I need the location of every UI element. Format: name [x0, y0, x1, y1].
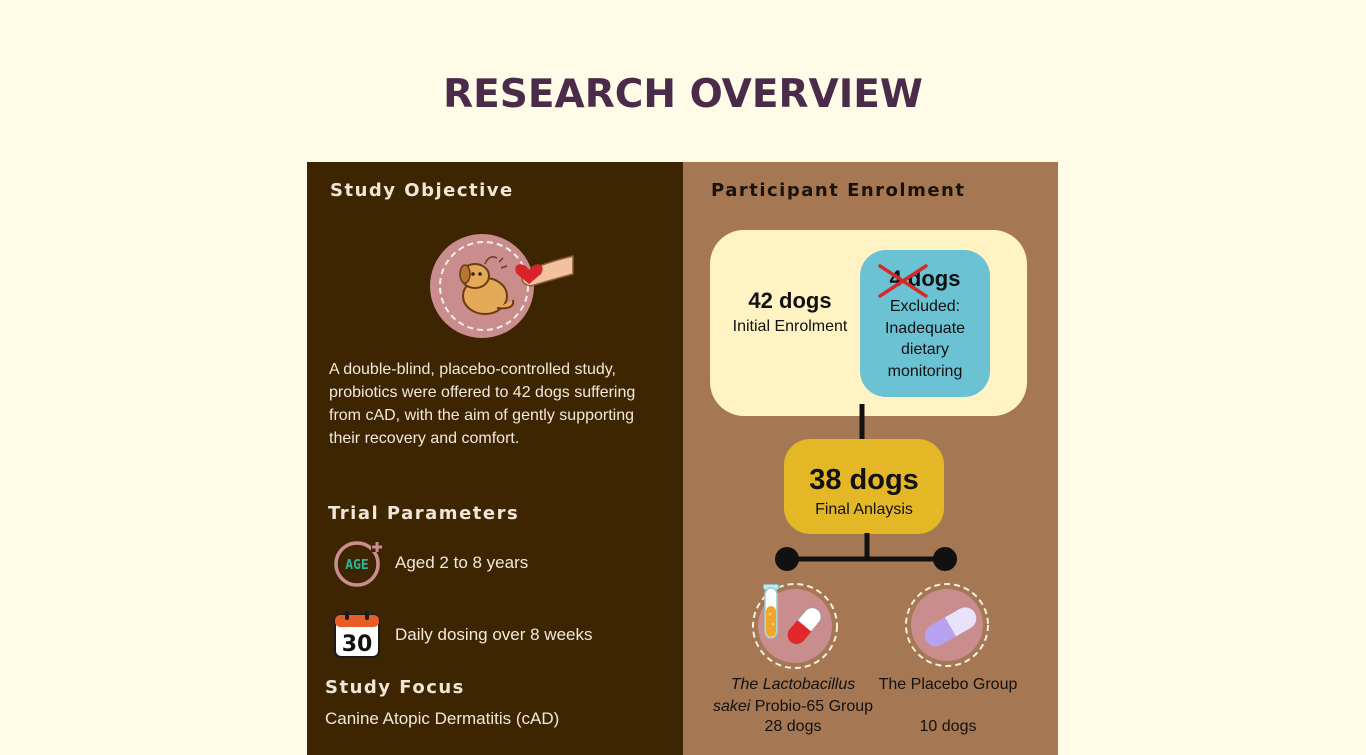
param-age-text: Aged 2 to 8 years [395, 553, 529, 572]
placebo-group-count: 10 dogs [919, 718, 977, 735]
excluded-line-4: monitoring [887, 362, 963, 380]
study-focus-heading: Study Focus [325, 677, 465, 698]
param-dosing: 30 Daily dosing over 8 weeks [333, 611, 592, 659]
excluded-line-3: dietary [900, 341, 950, 358]
objective-text: A double-blind, placebo-controlled study… [329, 361, 636, 447]
study-panel: Study Objective A double-blind, placebo-… [307, 162, 683, 755]
calendar-icon: 30 [334, 611, 380, 658]
final-count: 38 dogs [809, 464, 919, 496]
study-focus-text: Canine Atopic Dermatitis (cAD) [325, 709, 560, 728]
excluded-box: 4 dogs Excluded: Inadequate dietary moni… [860, 250, 990, 397]
calendar-icon-text: 30 [342, 632, 373, 657]
param-dosing-text: Daily dosing over 8 weeks [395, 625, 593, 644]
initial-label: Initial Enrolment [732, 318, 848, 335]
lactobacillus-name: The Lactobacillus [730, 676, 856, 693]
lactobacillus-group-count: 28 dogs [764, 718, 822, 735]
final-label: Final Anlaysis [815, 501, 913, 518]
participant-enrolment-heading: Participant Enrolment [711, 180, 966, 201]
initial-count: 42 dogs [748, 288, 832, 313]
branch-connector [775, 533, 957, 571]
page-title: RESEARCH OVERVIEW [443, 72, 923, 117]
probio-group-name: Probio-65 Group [750, 698, 874, 715]
enrolment-box: 42 dogs Initial Enrolment 4 dogs Exclude… [710, 230, 1027, 416]
placebo-group-label: The Placebo Group [878, 676, 1018, 693]
cross-icon [877, 264, 928, 298]
sakei-name: sakei [712, 698, 751, 715]
test-tube-capsule-icon [752, 583, 838, 669]
final-analysis-box: 38 dogs Final Anlaysis [784, 439, 944, 534]
excluded-count-wrap: 4 dogs [877, 264, 960, 298]
initial-enrolment: 42 dogs Initial Enrolment [726, 288, 854, 336]
enrolment-panel: Participant Enrolment 42 dogs Initial En… [683, 162, 1058, 755]
age-icon: AGE [334, 540, 383, 587]
excluded-line-1: Excluded: [889, 298, 961, 315]
scratching-dog-heart-hand-icon [430, 234, 574, 338]
age-icon-text: AGE [345, 558, 368, 573]
excluded-line-2: Inadequate [884, 319, 966, 337]
trial-parameters-heading: Trial Parameters [328, 503, 520, 524]
pill-icon [905, 583, 989, 667]
lactobacillus-group-label: The Lactobacillus sakei Probio-65 Group [693, 674, 893, 718]
param-age: AGE Aged 2 to 8 years [333, 538, 528, 588]
study-objective-heading: Study Objective [330, 180, 514, 201]
excluded-description: Excluded: Inadequate dietary monitoring [860, 296, 990, 382]
